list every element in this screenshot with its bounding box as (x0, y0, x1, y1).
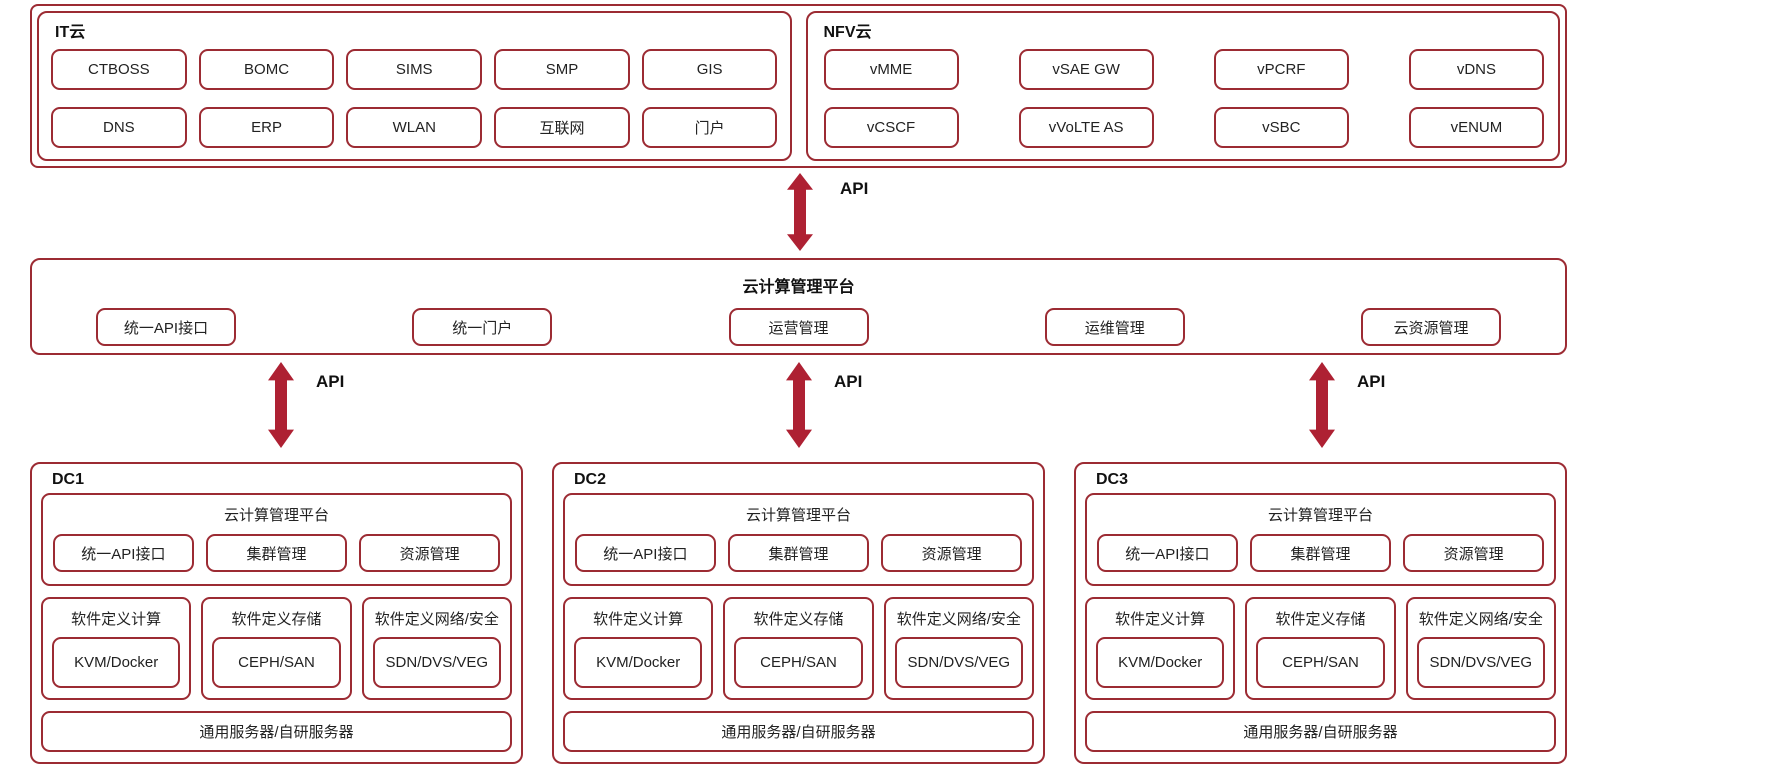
node-vpcrf: vPCRF (1213, 49, 1349, 90)
dc2-platform-title: 云计算管理平台 (745, 507, 851, 524)
dc1-sd-compute-tech: KVM/Docker (52, 637, 181, 688)
management-platform-title: 云计算管理平台 (742, 279, 855, 296)
it-cloud-title: IT云 (55, 24, 86, 41)
dc2-unified-api: 统一API接口 (575, 534, 716, 572)
node-internet: 互联网 (494, 107, 630, 148)
platform-item-operation-mgmt: 运营管理 (728, 308, 869, 346)
platform-item-unified-portal: 统一门户 (412, 308, 553, 346)
dc2-box: DC2 云计算管理平台 统一API接口 集群管理 资源管理 软件定义计算 KVM… (552, 462, 1045, 764)
dc2-sd-network-title: 软件定义网络/安全 (896, 611, 1021, 628)
dc1-platform-items: 统一API接口 集群管理 资源管理 (43, 525, 510, 584)
api-label-dc1: API (316, 372, 345, 391)
dc3-sd-storage-box: 软件定义存储 CEPH/SAN (1245, 597, 1396, 700)
dc1-sd-storage-tech: CEPH/SAN (212, 637, 341, 688)
node-sims: SIMS (346, 49, 483, 90)
node-gis: GIS (641, 49, 778, 90)
node-vsbc: vSBC (1213, 107, 1349, 148)
node-bomc: BOMC (198, 49, 335, 90)
dc1-cluster-mgmt: 集群管理 (206, 534, 347, 572)
dc1-unified-api: 统一API接口 (53, 534, 194, 572)
management-platform-items: 统一API接口 统一门户 运营管理 运维管理 云资源管理 (32, 308, 1565, 346)
platform-item-cloud-resource-mgmt: 云资源管理 (1361, 308, 1501, 346)
dc2-sd-storage-tech: CEPH/SAN (734, 637, 863, 688)
dc2-sd-network-box: 软件定义网络/安全 SDN/DVS/VEG (883, 597, 1034, 700)
api-arrow-icon (787, 173, 813, 251)
dc3-sd-compute-title: 软件定义计算 (1115, 611, 1206, 628)
dc1-sd-network-tech: SDN/DVS/VEG (372, 637, 501, 688)
node-smp: SMP (494, 49, 630, 90)
dc3-cluster-mgmt: 集群管理 (1250, 534, 1391, 572)
dc3-platform-box: 云计算管理平台 统一API接口 集群管理 资源管理 (1085, 493, 1556, 586)
node-vcscf: vCSCF (823, 107, 959, 148)
dc1-title: DC1 (52, 471, 85, 488)
platform-item-maintenance-mgmt: 运维管理 (1044, 308, 1185, 346)
nfv-cloud-title: NFV云 (823, 24, 872, 41)
nfv-cloud-grid: vMME vSAE GW vPCRF vDNS vCSCF vVoLTE AS … (808, 42, 1559, 159)
node-wlan: WLAN (346, 107, 483, 148)
dc3-resource-mgmt: 资源管理 (1403, 534, 1544, 572)
dc2-platform-items: 统一API接口 集群管理 资源管理 (565, 525, 1032, 584)
dc3-sd-compute-tech: KVM/Docker (1096, 637, 1225, 688)
dc1-sd-compute-title: 软件定义计算 (71, 611, 162, 628)
dc3-server-layer: 通用服务器/自研服务器 (1085, 711, 1556, 752)
dc3-title: DC3 (1096, 471, 1129, 488)
dc1-sd-storage-box: 软件定义存储 CEPH/SAN (201, 597, 352, 700)
dc3-sd-network-box: 软件定义网络/安全 SDN/DVS/VEG (1405, 597, 1556, 700)
api-label-top: API (840, 179, 869, 198)
node-vvolte-as: vVoLTE AS (1018, 107, 1154, 148)
dc3-sd-compute-box: 软件定义计算 KVM/Docker (1085, 597, 1236, 700)
dc1-platform-title: 云计算管理平台 (223, 507, 329, 524)
dc2-sd-storage-title: 软件定义存储 (753, 611, 844, 628)
platform-item-unified-api: 统一API接口 (96, 308, 236, 346)
dc1-sd-storage-title: 软件定义存储 (231, 611, 322, 628)
dc2-server-layer: 通用服务器/自研服务器 (563, 711, 1034, 752)
dc1-sd-row: 软件定义计算 KVM/Docker 软件定义存储 CEPH/SAN 软件定义网络… (41, 597, 512, 700)
node-portal: 门户 (641, 107, 778, 148)
dc3-sd-row: 软件定义计算 KVM/Docker 软件定义存储 CEPH/SAN 软件定义网络… (1085, 597, 1556, 700)
api-arrow-icon (786, 362, 812, 448)
api-arrow-icon (1309, 362, 1335, 448)
api-label-dc3: API (1357, 372, 1386, 391)
dc3-sd-network-tech: SDN/DVS/VEG (1416, 637, 1545, 688)
node-vsae-gw: vSAE GW (1018, 49, 1154, 90)
dc1-sd-network-box: 软件定义网络/安全 SDN/DVS/VEG (361, 597, 512, 700)
dc2-platform-box: 云计算管理平台 统一API接口 集群管理 资源管理 (563, 493, 1034, 586)
node-venum: vENUM (1408, 107, 1544, 148)
dc2-cluster-mgmt: 集群管理 (728, 534, 869, 572)
dc2-resource-mgmt: 资源管理 (881, 534, 1022, 572)
it-cloud-grid: CTBOSS BOMC SIMS SMP GIS DNS ERP WLAN 互联… (39, 42, 790, 159)
dc1-resource-mgmt: 资源管理 (359, 534, 500, 572)
it-cloud-box: IT云 CTBOSS BOMC SIMS SMP GIS DNS ERP WLA… (37, 11, 792, 161)
dc2-sd-compute-tech: KVM/Docker (574, 637, 703, 688)
dc3-platform-title: 云计算管理平台 (1267, 507, 1373, 524)
node-vdns: vDNS (1408, 49, 1544, 90)
cloud-layer-container: IT云 CTBOSS BOMC SIMS SMP GIS DNS ERP WLA… (30, 4, 1567, 168)
dc3-box: DC3 云计算管理平台 统一API接口 集群管理 资源管理 软件定义计算 KVM… (1074, 462, 1567, 764)
dc1-platform-box: 云计算管理平台 统一API接口 集群管理 资源管理 (41, 493, 512, 586)
node-vmme: vMME (823, 49, 959, 90)
node-dns: DNS (51, 107, 187, 148)
node-erp: ERP (198, 107, 335, 148)
dc1-server-layer: 通用服务器/自研服务器 (41, 711, 512, 752)
api-arrow-icon (268, 362, 294, 448)
dc3-unified-api: 统一API接口 (1097, 534, 1238, 572)
dc1-sd-compute-box: 软件定义计算 KVM/Docker (41, 597, 192, 700)
management-platform-box: 云计算管理平台 统一API接口 统一门户 运营管理 运维管理 云资源管理 (30, 258, 1567, 355)
node-ctboss: CTBOSS (51, 49, 187, 90)
dc3-sd-network-title: 软件定义网络/安全 (1418, 611, 1543, 628)
dc2-sd-storage-box: 软件定义存储 CEPH/SAN (723, 597, 874, 700)
dc3-platform-items: 统一API接口 集群管理 资源管理 (1087, 525, 1554, 584)
dc2-sd-row: 软件定义计算 KVM/Docker 软件定义存储 CEPH/SAN 软件定义网络… (563, 597, 1034, 700)
dc2-sd-network-tech: SDN/DVS/VEG (894, 637, 1023, 688)
nfv-cloud-box: NFV云 vMME vSAE GW vPCRF vDNS vCSCF vVoLT… (805, 11, 1560, 161)
dc2-title: DC2 (574, 471, 607, 488)
datacenter-row: DC1 云计算管理平台 统一API接口 集群管理 资源管理 软件定义计算 KVM… (30, 462, 1567, 764)
api-label-dc2: API (834, 372, 863, 391)
dc2-sd-compute-title: 软件定义计算 (593, 611, 684, 628)
dc1-sd-network-title: 软件定义网络/安全 (374, 611, 499, 628)
dc2-sd-compute-box: 软件定义计算 KVM/Docker (563, 597, 714, 700)
dc1-box: DC1 云计算管理平台 统一API接口 集群管理 资源管理 软件定义计算 KVM… (30, 462, 523, 764)
dc3-sd-storage-tech: CEPH/SAN (1256, 637, 1385, 688)
dc3-sd-storage-title: 软件定义存储 (1275, 611, 1366, 628)
